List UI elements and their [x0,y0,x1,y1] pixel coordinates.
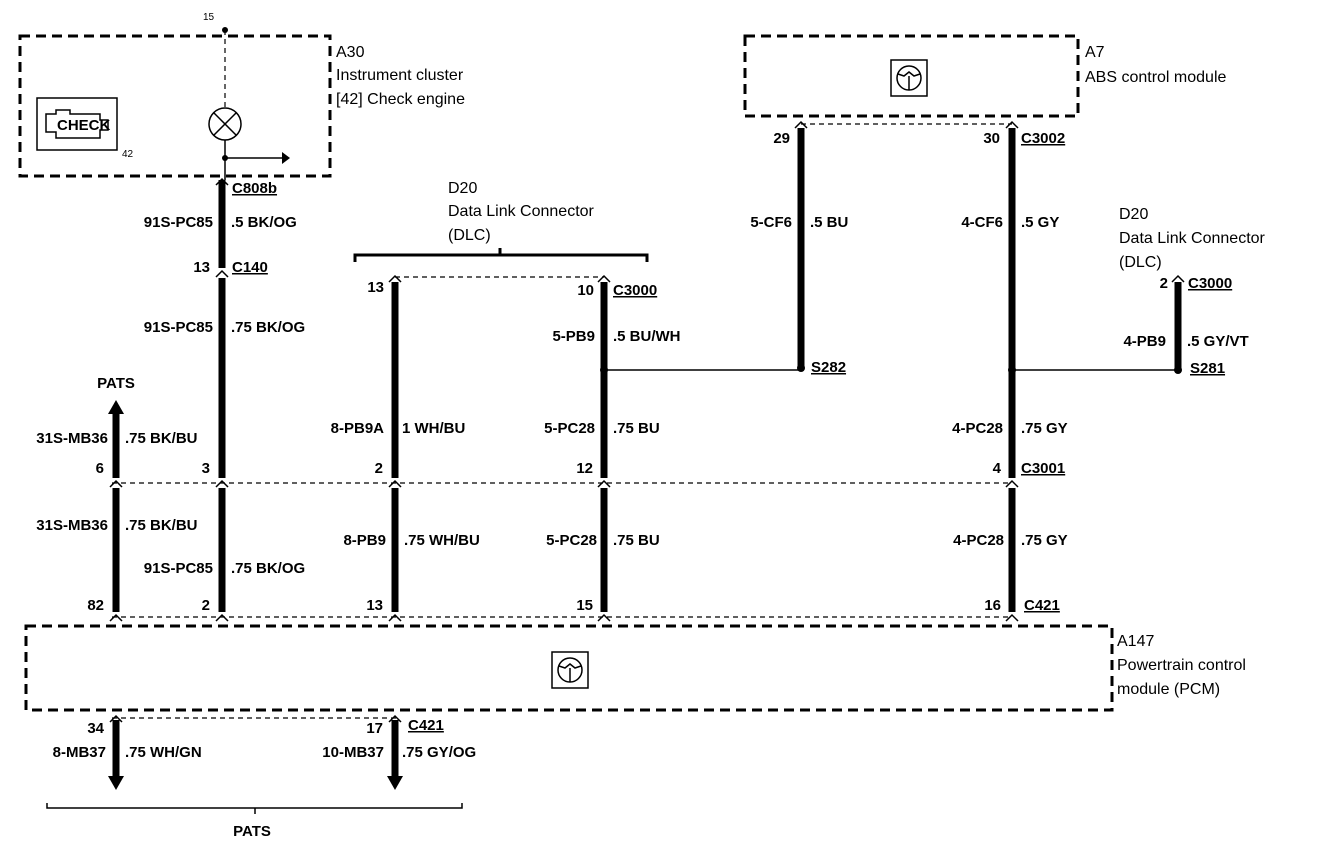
dlc-right-name: Data Link Connector [1119,230,1266,247]
pin-pcm-2: 2 [202,597,210,614]
w7-circuit: 8-PB9 [343,532,386,549]
pin-abs-29: 29 [773,130,790,147]
a147-name-1: Powertrain control [1117,657,1246,674]
pin-dlc-r-2: 2 [1160,275,1168,292]
a30-pin-15: 15 [203,12,215,23]
a30-lamp-pin: 42 [122,149,134,160]
w12-spec: .5 GY [1021,214,1059,231]
pcm-module-icon [551,651,589,689]
w11-circuit: 5-CF6 [750,214,792,231]
conn-c3000-left: C3000 [613,282,657,299]
dlc-left-name: Data Link Connector [448,203,595,220]
pin-dlc-13: 13 [367,279,384,296]
w13-circuit: 4-PC28 [952,420,1003,437]
dlc-left-abbr: (DLC) [448,227,491,244]
w17-spec: .75 GY/OG [402,744,476,761]
w4-circuit: 31S-MB36 [36,517,108,534]
w2-spec: .75 BK/OG [231,319,305,336]
w6-spec: 1 WH/BU [402,420,465,437]
abs-module-box [743,34,1080,118]
a7-name: ABS control module [1085,69,1227,86]
dlc-left-id: D20 [448,180,477,197]
w2-circuit: 91S-PC85 [144,319,213,336]
splice-dot-left [600,366,608,374]
splice-dot-right [1008,366,1016,374]
pin-c140-13: 13 [193,259,210,276]
pin-pcm-15: 15 [576,597,593,614]
a30-id: A30 [336,44,365,61]
w1-spec: .5 BK/OG [231,214,297,231]
w15-circuit: 4-PB9 [1123,333,1166,350]
conn-c140: C140 [232,259,268,276]
conn-c3000-right: C3000 [1188,275,1232,292]
w1-circuit: 91S-PC85 [144,214,213,231]
w10-circuit: 5-PC28 [546,532,597,549]
a147-id: A147 [1117,633,1154,650]
dlc-right-id: D20 [1119,206,1148,223]
pin-dlc-10: 10 [577,282,594,299]
pin-pcm-16: 16 [984,597,1001,614]
w8-circuit: 5-PB9 [552,328,595,345]
w16-circuit: 8-MB37 [53,744,106,761]
splice-s282: S282 [811,359,846,376]
pats-bottom-bracket [46,803,463,809]
w3-circuit: 31S-MB36 [36,430,108,447]
w15-spec: .5 GY/VT [1187,333,1249,350]
w9-circuit: 5-PC28 [544,420,595,437]
w12-circuit: 4-CF6 [961,214,1003,231]
conn-c808b: C808b [232,180,277,197]
w13-spec: .75 GY [1021,420,1068,437]
w8-spec: .5 BU/WH [613,328,681,345]
w10-spec: .75 BU [613,532,660,549]
splice-s281: S281 [1190,360,1225,377]
check-icon-text: CHECK [57,117,111,134]
w6-circuit: 8-PB9A [331,420,385,437]
pin-pcm-82: 82 [87,597,104,614]
pin-pcm-17: 17 [366,720,383,737]
pats-bottom-label: PATS [233,823,271,840]
w11-spec: .5 BU [810,214,848,231]
conn-c3001: C3001 [1021,460,1065,477]
w5-circuit: 91S-PC85 [144,560,213,577]
pin-pcm-34: 34 [87,720,104,737]
conn-c421-top: C421 [1024,597,1060,614]
connector-chevrons [109,120,1185,723]
a147-name-2: module (PCM) [1117,681,1220,698]
a30-name: Instrument cluster [336,67,464,84]
pin-c3001-4: 4 [993,460,1002,477]
dlc-left-bracket [353,253,649,262]
pin-c3001-12: 12 [576,460,593,477]
w4-spec: .75 BK/BU [125,517,198,534]
w14-circuit: 4-PC28 [953,532,1004,549]
w9-spec: .75 BU [613,420,660,437]
check-engine-icon: CHECK [36,97,118,151]
pin-c3001-3: 3 [202,460,210,477]
w17-circuit: 10-MB37 [322,744,384,761]
w7-spec: .75 WH/BU [404,532,480,549]
pats-top-label: PATS [97,375,135,392]
pin-c3001-2: 2 [375,460,383,477]
lamp-icon [208,107,242,141]
w14-spec: .75 GY [1021,532,1068,549]
a7-id: A7 [1085,44,1105,61]
w5-spec: .75 BK/OG [231,560,305,577]
dlc-right-abbr: (DLC) [1119,254,1162,271]
splice-s282-dot [797,364,805,372]
conn-c421-bottom: C421 [408,717,444,734]
w16-spec: .75 WH/GN [125,744,202,761]
a30-sub: [42] Check engine [336,91,465,108]
splice-s281-dot [1174,366,1182,374]
pin-abs-30: 30 [983,130,1000,147]
abs-module-icon [890,59,928,97]
pcm-box [24,624,1114,712]
conn-c3002: C3002 [1021,130,1065,147]
pin-pcm-13: 13 [366,597,383,614]
pin-c3001-6: 6 [96,460,104,477]
w3-spec: .75 BK/BU [125,430,198,447]
